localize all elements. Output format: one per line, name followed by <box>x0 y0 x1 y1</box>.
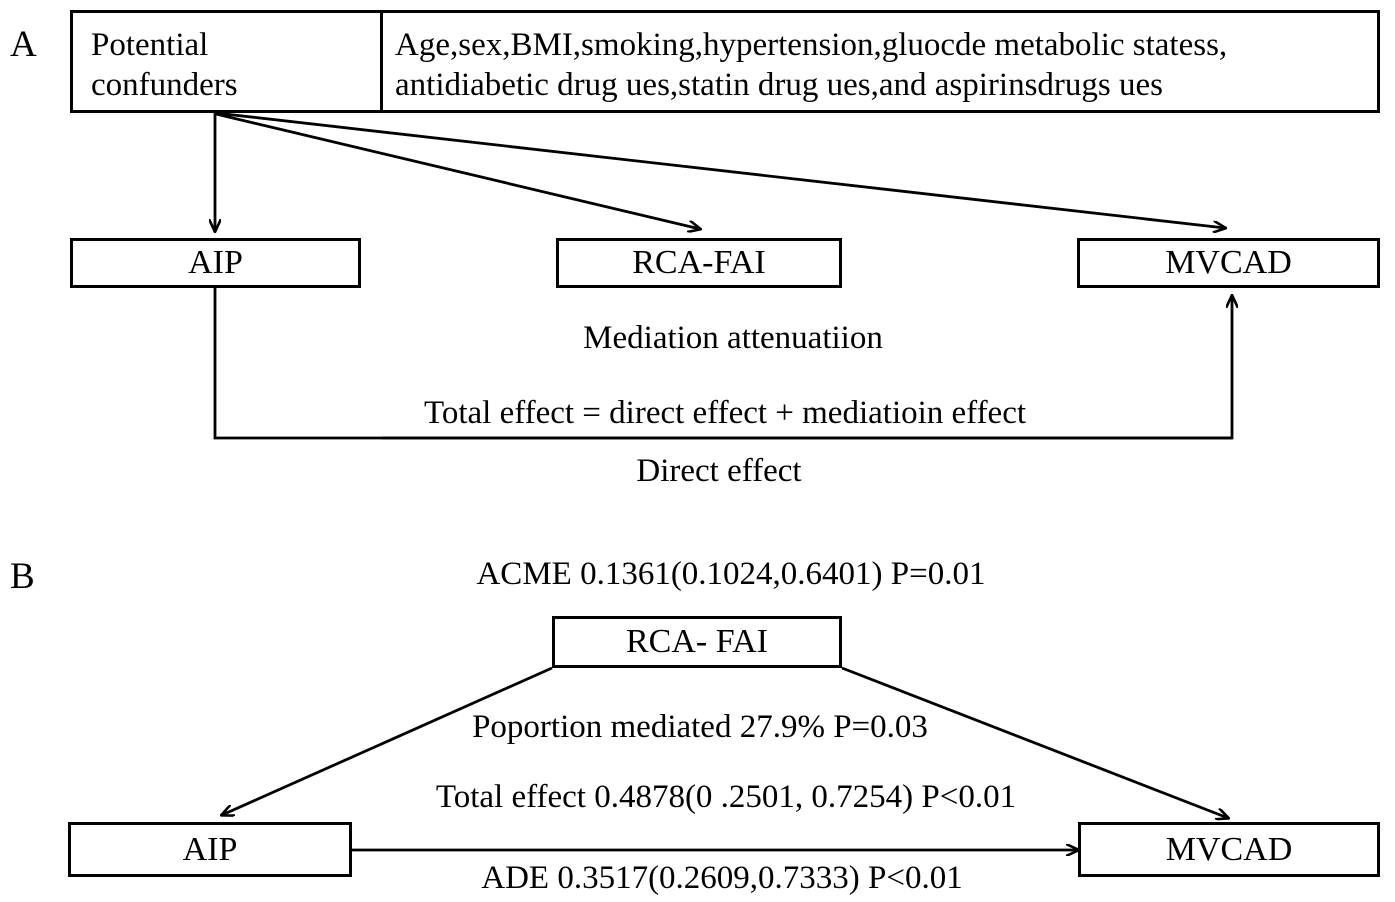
edge-confounders-to-rcafai <box>215 112 700 229</box>
panel-a-label-effect-decomposition: Total effect = direct effect + mediatioi… <box>423 395 1027 431</box>
edge-rcafai-to-mvcad <box>841 666 1228 818</box>
panel-b-label-proportion-mediated: Poportion mediated 27.9% P=0.03 <box>472 709 928 745</box>
panel-b-label-acme: ACME 0.1361(0.1024,0.6401) P=0.01 <box>476 556 986 592</box>
panel-b-node-aip: AIP <box>68 822 352 877</box>
confounders-title-line2: confunders <box>91 67 238 104</box>
panel-a-node-rca-fai: RCA-FAI <box>556 238 842 288</box>
panel-letter-b: B <box>10 556 35 597</box>
confounders-title-line1: Potential <box>91 27 209 63</box>
edge-confounders-to-mvcad <box>215 111 1225 228</box>
confounders-list-line1: Age,sex,BMI,smoking,hypertension,gluocde… <box>395 27 1228 63</box>
confounders-list-line2: antidiabetic drug ues,statin drug ues,an… <box>395 67 1164 104</box>
panel-b-label-total-effect: Total effect 0.4878(0 .2501, 0.7254) P<0… <box>435 779 1017 815</box>
panel-b-label-ade: ADE 0.3517(0.2609,0.7333) P<0.01 <box>481 860 963 896</box>
confounders-list: Age,sex,BMI,smoking,hypertension,gluocde… <box>383 13 1377 110</box>
confounders-title: Potential confunders <box>73 13 383 110</box>
edge-rcafai-to-aip <box>222 666 553 815</box>
panel-letter-a: A <box>10 24 37 65</box>
potential-confounders-box: Potential confunders Age,sex,BMI,smoking… <box>70 10 1380 113</box>
panel-b-node-mvcad: MVCAD <box>1078 822 1380 877</box>
panel-b-node-rca-fai: RCA- FAI <box>552 616 842 668</box>
panel-a-label-direct-effect: Direct effect <box>636 453 802 489</box>
panel-a-node-mvcad: MVCAD <box>1077 238 1380 288</box>
panel-a-node-aip: AIP <box>70 238 361 288</box>
panel-a-label-mediation-attenuation: Mediation attenuatiion <box>583 320 883 356</box>
